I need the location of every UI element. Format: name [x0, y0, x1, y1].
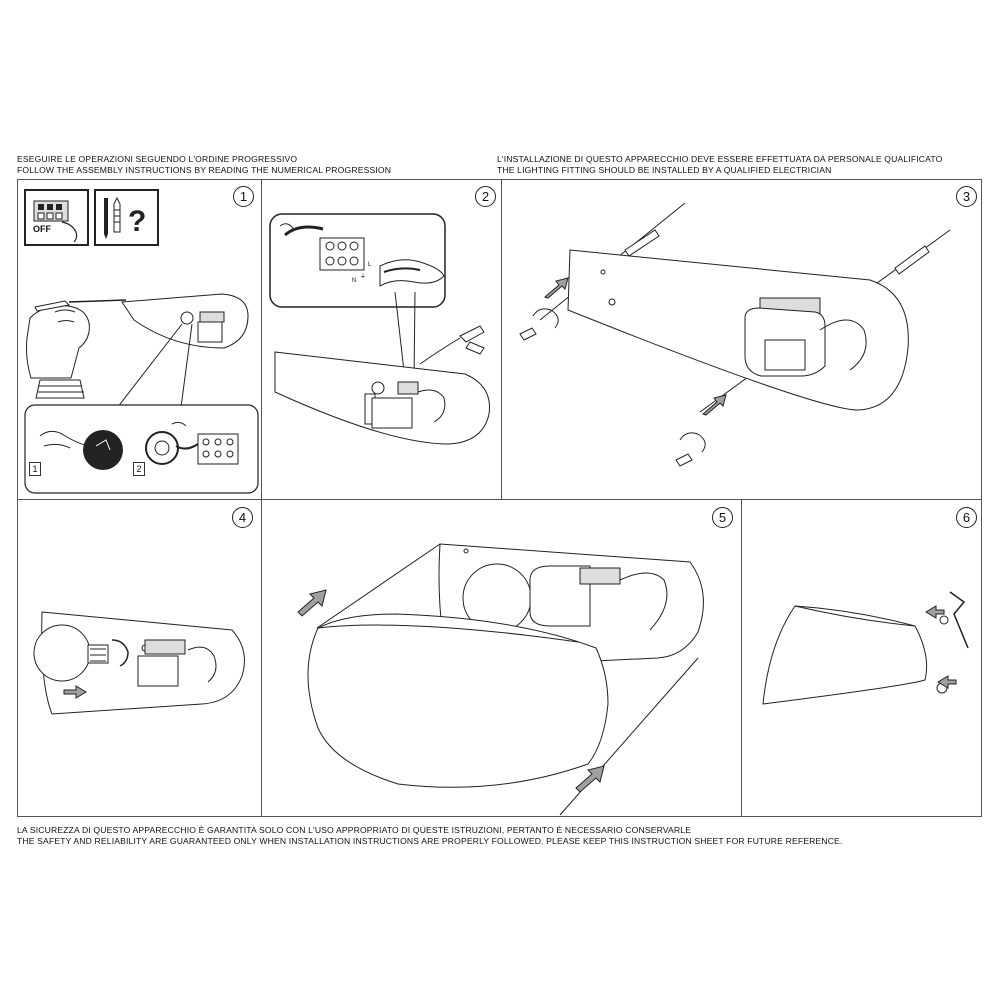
step-number-2: 2 — [475, 186, 496, 207]
header-left-english: FOLLOW THE ASSEMBLY INSTRUCTIONS BY READ… — [17, 165, 392, 175]
footer: LA SICUREZZA DI QUESTO APPARECCHIO È GAR… — [17, 825, 842, 847]
header-left-italian: ESEGUIRE LE OPERAZIONI SEGUENDO L'ORDINE… — [17, 154, 298, 164]
header-right-italian: L'INSTALLAZIONE DI QUESTO APPARECCHIO DE… — [497, 154, 943, 164]
step-number-3: 3 — [956, 186, 977, 207]
sub-step-2: 2 — [133, 462, 145, 476]
terminal-label-live: L — [368, 262, 372, 268]
step-number-5: 5 — [712, 507, 733, 528]
terminal-label-earth: ⏚ — [360, 274, 367, 280]
header-right-english: THE LIGHTING FITTING SHOULD BE INSTALLED… — [497, 165, 832, 175]
off-label: OFF — [33, 224, 51, 234]
step-number-4: 4 — [232, 507, 253, 528]
step-number-1: 1 — [233, 186, 254, 207]
footer-english: THE SAFETY AND RELIABILITY ARE GUARANTEE… — [17, 836, 843, 846]
step-number-6: 6 — [956, 507, 977, 528]
footer-italian: LA SICUREZZA DI QUESTO APPARECCHIO È GAR… — [17, 825, 692, 835]
header-left: ESEGUIRE LE OPERAZIONI SEGUENDO L'ORDINE… — [17, 154, 391, 176]
header-right: L'INSTALLAZIONE DI QUESTO APPARECCHIO DE… — [497, 154, 942, 176]
sub-step-1: 1 — [29, 462, 41, 476]
terminal-label-neutral: N — [352, 278, 357, 284]
